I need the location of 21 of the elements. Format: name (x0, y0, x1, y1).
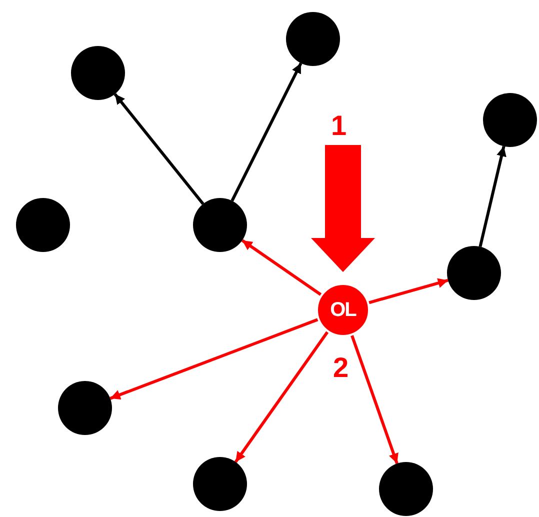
node-circle (71, 46, 125, 100)
arrow (234, 331, 329, 463)
node-circle (379, 462, 433, 516)
step-number: 1 (331, 112, 347, 140)
arrow (241, 239, 322, 296)
arrow (368, 278, 448, 304)
arrow (110, 318, 318, 400)
arrow (478, 146, 506, 248)
arrow (350, 334, 398, 464)
node-circle (193, 198, 247, 252)
node-label: OL (330, 298, 356, 322)
node-circle (483, 93, 537, 147)
step-number: 2 (333, 354, 349, 382)
node-circle (193, 457, 247, 511)
node-circle (58, 381, 112, 435)
node-circle (16, 198, 70, 252)
arrow (114, 93, 204, 205)
node-circle (286, 12, 340, 66)
direction-arrow (311, 145, 375, 272)
arrow (230, 62, 302, 202)
node-circle (447, 246, 501, 300)
